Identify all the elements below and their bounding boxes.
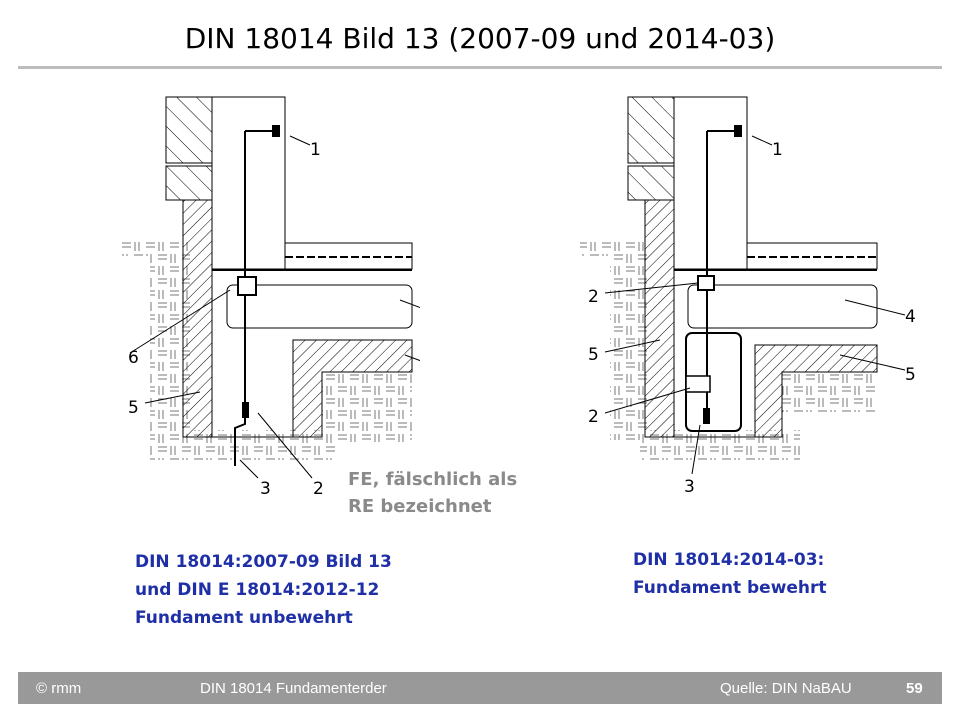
- label-1: 1: [772, 140, 783, 160]
- caption-line: Fundament unbewehrt: [135, 608, 353, 628]
- label-5: 5: [905, 365, 916, 385]
- left-diagram-unreinforced-foundation: 1 4 5 6 5 3 2: [120, 96, 420, 499]
- footer-bar: © rmm DIN 18014 Fundamenterder Quelle: D…: [18, 672, 942, 704]
- caption-line: und DIN E 18014:2012-12: [135, 580, 380, 600]
- caption-line: Fundament bewehrt: [633, 578, 827, 598]
- footer-topic: DIN 18014 Fundamenterder: [200, 680, 387, 697]
- label-1: 1: [310, 140, 321, 160]
- right-diagram-reinforced-foundation: 1 2 4 5 5 2 3: [580, 96, 916, 497]
- label-2: 2: [588, 407, 599, 427]
- label-3: 3: [260, 479, 271, 499]
- label-5: 5: [128, 398, 139, 418]
- title-divider: [18, 66, 942, 69]
- slide-title: DIN 18014 Bild 13 (2007-09 und 2014-03): [184, 22, 776, 55]
- label-2: 2: [588, 287, 599, 307]
- label-3: 3: [684, 477, 695, 497]
- right-caption: DIN 18014:2014-03: Fundament bewehrt: [633, 546, 827, 602]
- page-number: 59: [906, 680, 923, 697]
- label-2: 2: [313, 479, 324, 499]
- caption-line: DIN 18014:2014-03:: [633, 550, 825, 570]
- note-line: RE bezeichnet: [348, 496, 492, 517]
- label-6: 6: [128, 348, 139, 368]
- footer-copyright: © rmm: [36, 680, 82, 697]
- left-caption: DIN 18014:2007-09 Bild 13 und DIN E 1801…: [135, 548, 392, 632]
- note-line: FE, fälschlich als: [348, 469, 518, 490]
- caption-line: DIN 18014:2007-09 Bild 13: [135, 552, 392, 572]
- annotation-note: FE, fälschlich als RE bezeichnet: [348, 466, 517, 520]
- label-5: 5: [588, 345, 599, 365]
- footer-source: Quelle: DIN NaBAU: [720, 680, 852, 697]
- label-4: 4: [905, 307, 916, 327]
